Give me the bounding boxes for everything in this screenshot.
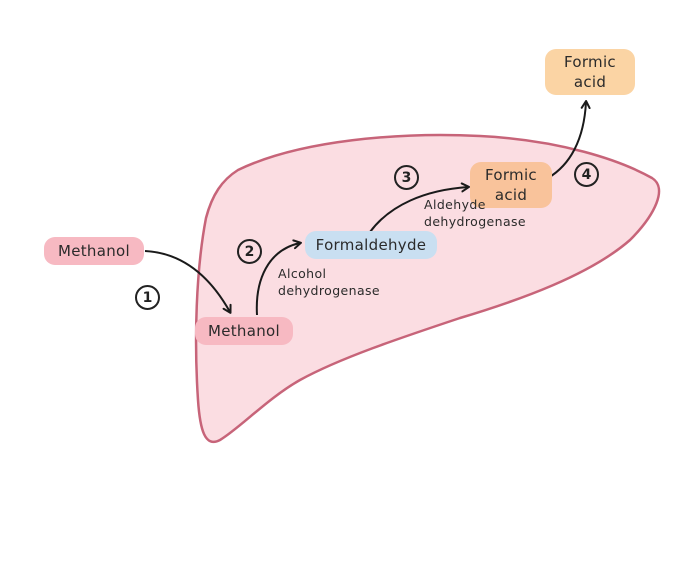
enzyme-alcohol-dehydrogenase-line2: dehydrogenase [278,283,381,298]
enzyme-alcohol-dehydrogenase-line1: Alcohol [278,266,327,281]
enzyme-alcohol-dehydrogenase: Alcohol dehydrogenase [278,265,380,299]
step-badge-3-number: 3 [401,169,412,186]
node-formic-acid-liver: Formic acid [470,162,552,208]
node-methanol-outside: Methanol [44,237,144,265]
node-formaldehyde: Formaldehyde [305,231,437,259]
enzyme-aldehyde-dehydrogenase: Aldehyde dehydrogenase [424,196,526,230]
node-methanol-liver: Methanol [195,317,293,345]
step-badge-4-number: 4 [581,166,592,183]
node-formaldehyde-label: Formaldehyde [315,236,427,254]
step-badge-2: 2 [237,239,262,264]
node-methanol-outside-label: Methanol [57,242,130,260]
node-formic-acid-outside-line1: Formic [563,53,616,71]
step-badge-3: 3 [394,165,419,190]
arrow-formic-acid-out [547,100,591,179]
step-badge-1: 1 [135,285,160,310]
liver-shape [194,133,661,443]
node-formic-acid-liver-line1: Formic [484,166,537,184]
step-badge-1-number: 1 [142,289,153,306]
arrow-formaldehyde-to-formic-acid [369,182,470,233]
step-badge-2-number: 2 [244,243,255,260]
node-formic-acid-outside: Formic acid [545,49,635,95]
arrow-methanol-to-liver [144,250,232,314]
enzyme-aldehyde-dehydrogenase-line2: dehydrogenase [424,214,527,229]
enzyme-aldehyde-dehydrogenase-line1: Aldehyde [424,197,486,212]
node-formic-acid-outside-line2: acid [573,73,607,91]
node-formic-acid-liver-line2: acid [494,186,528,204]
step-badge-4: 4 [574,162,599,187]
arrow-methanol-to-formaldehyde [255,239,302,316]
node-methanol-liver-label: Methanol [207,322,280,340]
